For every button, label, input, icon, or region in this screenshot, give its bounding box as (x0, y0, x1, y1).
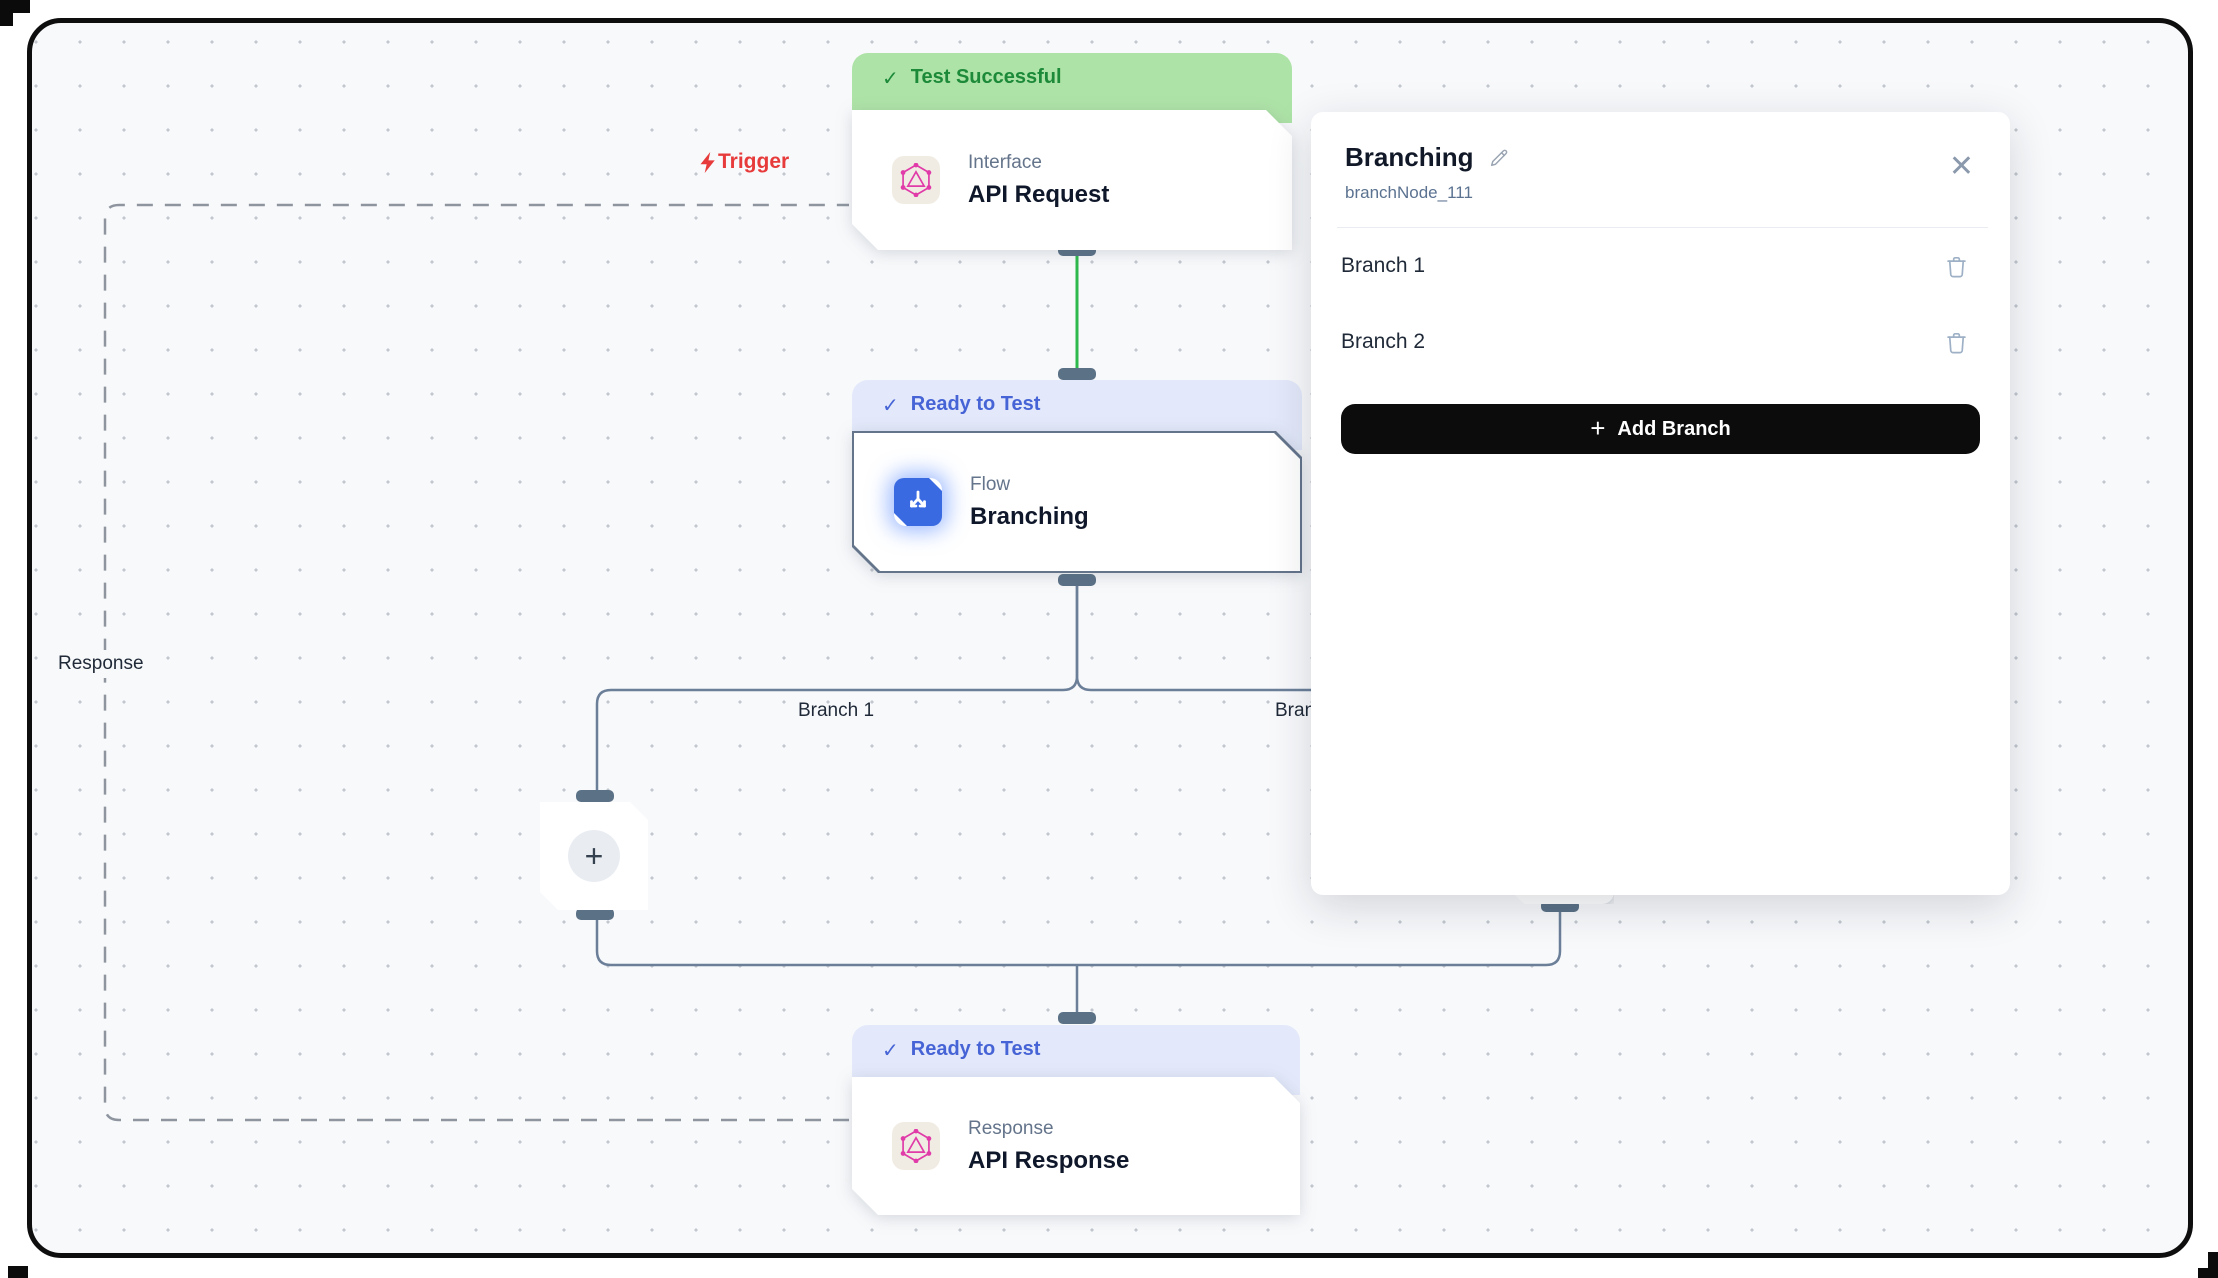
trigger-label: Trigger (700, 150, 789, 174)
add-branch-label: Add Branch (1617, 417, 1731, 440)
divider (1337, 227, 1988, 228)
node-branching[interactable]: ✓ Ready to Test (852, 380, 1302, 576)
plus-icon: + (568, 830, 620, 882)
check-icon: ✓ (882, 68, 899, 90)
plus-icon: + (1590, 413, 1606, 443)
branching-config-panel: Branching branchNode_111 ✕ Branch 1 (1311, 112, 2010, 895)
branch-row-label: Branch 2 (1341, 330, 1426, 353)
flow-branch-icon (894, 478, 942, 526)
edge-branch2-to-response (1077, 910, 1562, 967)
branch-row: Branch 1 (1311, 228, 2010, 304)
node-api-response[interactable]: ✓ Ready to Test (852, 1025, 1300, 1215)
close-icon[interactable]: ✕ (1948, 150, 1974, 183)
node-category: Response (968, 1117, 1054, 1139)
node-category: Interface (968, 151, 1042, 173)
status-text: Test Successful (910, 66, 1062, 88)
add-branch-button[interactable]: + Add Branch (1341, 404, 1980, 454)
check-icon: ✓ (882, 395, 899, 417)
status-text: Ready to Test (910, 393, 1041, 415)
graphql-icon (892, 156, 940, 204)
edge-response-feedback-loop (103, 203, 849, 1122)
branch-row: Branch 2 (1311, 304, 2010, 380)
screen-corner-artifact (0, 0, 13, 26)
connector-handle[interactable] (576, 908, 614, 920)
node-title: API Request (968, 180, 1110, 208)
edge-branch1-to-response (595, 914, 1077, 967)
screen-corner-artifact (8, 1266, 28, 1278)
add-step-node[interactable]: + (540, 802, 648, 910)
node-title: Branching (970, 502, 1089, 530)
panel-header: Branching branchNode_111 ✕ (1311, 112, 2010, 203)
node-id-label: branchNode_111 (1345, 183, 1473, 202)
node-category: Flow (970, 473, 1011, 495)
response-edge-label: Response (50, 650, 152, 678)
trash-icon[interactable] (1943, 329, 1970, 356)
flow-canvas[interactable]: Trigger Response Branch 1 Branch 2 ✓ Tes… (32, 23, 2188, 1253)
connector-handle[interactable] (1058, 1012, 1096, 1024)
node-api-request[interactable]: ✓ Test Successful (852, 53, 1292, 251)
canvas-frame: Trigger Response Branch 1 Branch 2 ✓ Tes… (27, 18, 2193, 1258)
connector-handle[interactable] (1058, 368, 1096, 380)
trash-icon[interactable] (1943, 253, 1970, 280)
graphql-icon (892, 1122, 940, 1170)
branch1-edge-label: Branch 1 (797, 700, 875, 721)
status-text: Ready to Test (910, 1038, 1041, 1060)
branch-row-label: Branch 1 (1341, 254, 1426, 277)
node-title: API Response (968, 1146, 1130, 1174)
panel-title: Branching (1345, 142, 1474, 172)
edit-pencil-icon[interactable] (1488, 147, 1510, 169)
connector-handle[interactable] (1058, 574, 1096, 586)
screen-corner-artifact (2208, 1252, 2218, 1278)
check-icon: ✓ (882, 1040, 899, 1062)
trigger-text: Trigger (718, 150, 790, 173)
lightning-bolt-icon (700, 151, 715, 173)
edge-branching-to-branch1 (595, 586, 1079, 794)
connector-handle[interactable] (576, 790, 614, 802)
